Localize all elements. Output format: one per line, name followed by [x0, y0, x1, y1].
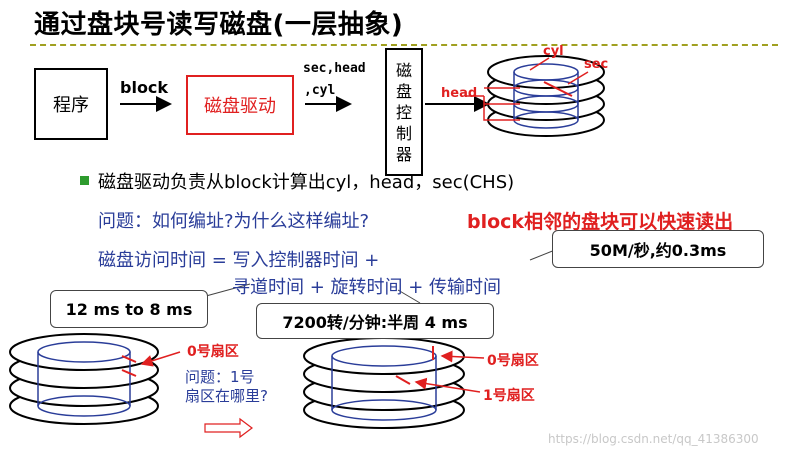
disk-stack-bottom-left [9, 333, 159, 425]
cylinder-bottom-right [331, 345, 437, 421]
controller-char: 盘 [395, 81, 412, 101]
params-label-line1: sec,head [303, 61, 366, 76]
cyl-pointer [529, 57, 550, 71]
access-time-line1: 磁盘访问时间 = 写入控制器时间 + [98, 250, 380, 271]
sector0-label-right: 0号扇区 [487, 353, 539, 369]
sector-question: 问题：1号 扇区在哪里? [185, 368, 268, 406]
block-label: block [120, 78, 169, 97]
watermark: https://blog.csdn.net/qq_41386300 [548, 432, 759, 446]
connector-rotation [397, 289, 421, 304]
disk-controller-box: 磁 盘 控 制 器 [385, 48, 423, 176]
sector0-mark-left-b [121, 369, 137, 377]
head-arms [466, 87, 520, 121]
rotation-time-callout: 7200转/分钟:半周 4 ms [256, 303, 494, 339]
sector0-arrow-right [440, 350, 485, 363]
connector-seek [205, 283, 251, 297]
sector0-label-left: 0号扇区 [187, 344, 239, 360]
controller-char: 制 [395, 123, 412, 143]
connector-speed [529, 249, 556, 261]
controller-char: 控 [395, 102, 412, 122]
access-time-line2: 寻道时间 + 旋转时间 + 传输时间 [232, 277, 502, 298]
head-label: head [441, 86, 478, 101]
cylinder-bottom-left [37, 341, 131, 417]
sector0-arrow-left [140, 351, 181, 367]
transfer-speed-callout: 50M/秒,约0.3ms [552, 230, 764, 268]
bullet-text: 磁盘驱动负责从block计算出cyl，head，sec(CHS) [98, 172, 515, 193]
sector-question-line1: 问题：1号 [185, 368, 255, 386]
disk-driver-box: 磁盘驱动 [186, 75, 294, 135]
sector1-label-right: 1号扇区 [483, 388, 535, 404]
bullet-marker [80, 176, 89, 185]
sector-mark [543, 81, 573, 97]
program-box: 程序 [34, 68, 108, 140]
disk-stack-bottom-right [303, 337, 465, 429]
title-divider [30, 44, 778, 46]
seek-time-callout: 12 ms to 8 ms [50, 290, 208, 328]
params-label-line2: ,cyl [304, 83, 336, 98]
sector1-mark-right [395, 375, 411, 385]
sector-question-line2: 扇区在哪里? [185, 387, 268, 405]
fast-read-note: block相邻的盘块可以快速读出 [467, 211, 734, 233]
hollow-arrow [204, 417, 253, 439]
sector1-arrow-right [414, 377, 481, 393]
slide-title: 通过盘块号读写磁盘(一层抽象) [34, 10, 404, 40]
controller-char: 器 [395, 144, 412, 164]
sec-label: sec [584, 57, 609, 72]
cyl-label: cyl [543, 44, 564, 59]
question-text: 问题：如何编址?为什么这样编址? [98, 211, 370, 232]
sec-pointer [567, 71, 589, 85]
sector0-mark-left-a [121, 355, 137, 363]
controller-char: 磁 [395, 60, 412, 80]
